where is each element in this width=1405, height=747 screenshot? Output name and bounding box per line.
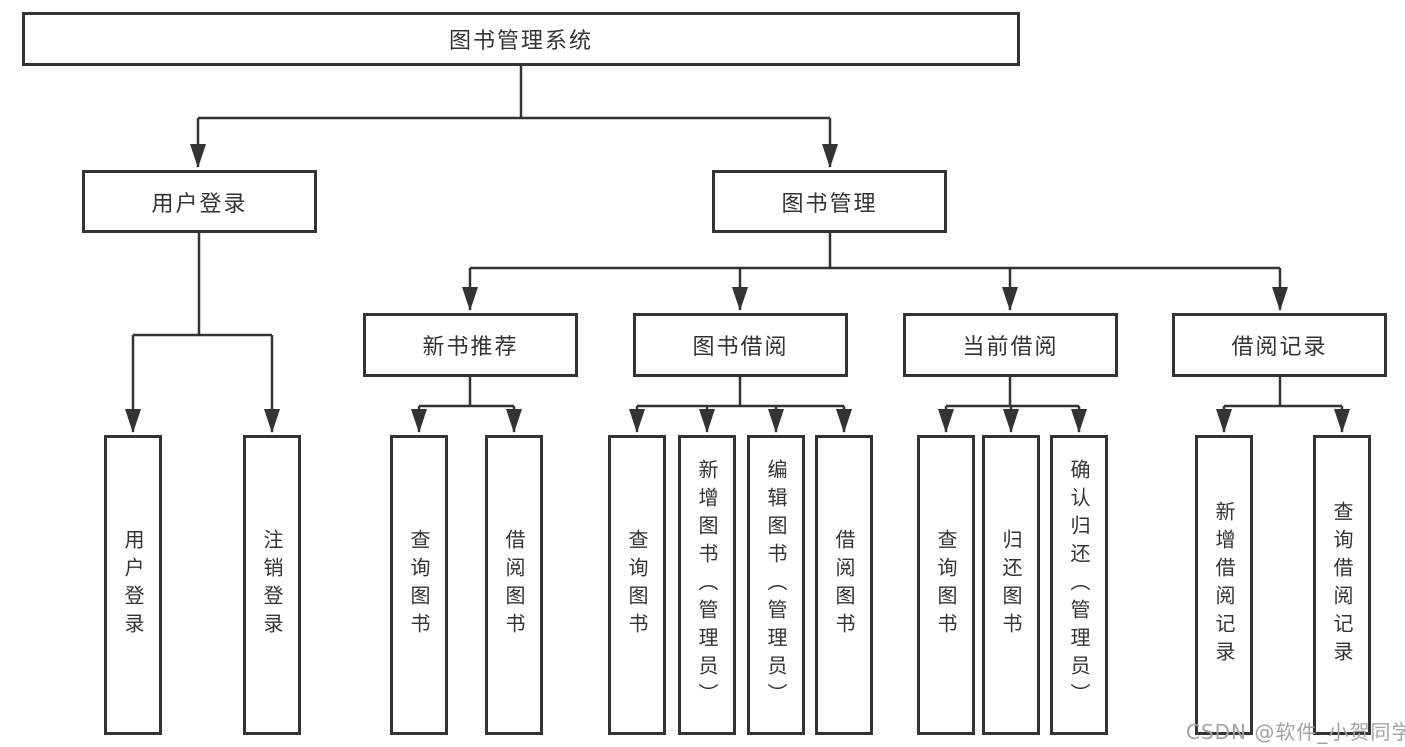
leaf-current-query-books: 查询图书 <box>917 435 975 735</box>
node-book-borrowing: 图书借阅 <box>633 313 848 377</box>
connector-skeleton <box>133 66 1342 408</box>
leaf-logout: 注销登录 <box>243 435 301 735</box>
leaf-return-books: 归还图书 <box>982 435 1040 735</box>
leaf-label: 注销登录 <box>260 529 284 641</box>
node-label: 图书借阅 <box>692 335 789 360</box>
leaf-label: 查询图书 <box>407 529 431 641</box>
leaf-label: 归还图书 <box>999 529 1023 641</box>
leaf-label: 借阅图书 <box>502 529 526 641</box>
leaf-confirm-return-admin: 确认归还（管理员） <box>1050 435 1108 735</box>
node-book-management: 图书管理 <box>712 170 947 233</box>
leaf-borrow-books: 借阅图书 <box>815 435 873 735</box>
leaf-label: 新增图书（管理员） <box>695 459 719 711</box>
leaf-label: 借阅图书 <box>832 529 856 641</box>
leaf-label: 查询图书 <box>934 529 958 641</box>
node-label: 用户登录 <box>151 191 248 217</box>
leaf-edit-books-admin: 编辑图书（管理员） <box>747 435 805 735</box>
leaf-query-borrow-record: 查询借阅记录 <box>1313 435 1371 735</box>
leaf-label: 编辑图书（管理员） <box>764 459 788 711</box>
node-label: 新书推荐 <box>422 335 519 360</box>
node-library-management-system: 图书管理系统 <box>22 12 1020 66</box>
leaf-recommend-borrow-books: 借阅图书 <box>485 435 543 735</box>
node-label: 图书管理 <box>781 191 878 217</box>
leaf-label: 用户登录 <box>121 529 145 641</box>
node-label: 当前借阅 <box>962 335 1059 360</box>
node-label: 图书管理系统 <box>448 29 593 54</box>
connector-arrows <box>125 118 1350 433</box>
node-user-login: 用户登录 <box>82 170 317 233</box>
leaf-label: 查询借阅记录 <box>1330 501 1354 669</box>
leaf-user-login: 用户登录 <box>104 435 162 735</box>
leaf-add-books-admin: 新增图书（管理员） <box>678 435 736 735</box>
leaf-borrowing-query-books: 查询图书 <box>608 435 666 735</box>
node-borrowing-records: 借阅记录 <box>1172 313 1387 377</box>
node-new-book-recommend: 新书推荐 <box>363 313 578 377</box>
leaf-recommend-query-books: 查询图书 <box>390 435 448 735</box>
csdn-watermark: CSDN @软件_小贺同学 <box>1186 720 1405 744</box>
node-current-borrowing: 当前借阅 <box>903 313 1118 377</box>
leaf-label: 查询图书 <box>625 529 649 641</box>
node-label: 借阅记录 <box>1231 335 1328 360</box>
leaf-label: 新增借阅记录 <box>1212 501 1236 669</box>
leaf-label: 确认归还（管理员） <box>1067 459 1091 711</box>
leaf-add-borrow-record: 新增借阅记录 <box>1195 435 1253 735</box>
